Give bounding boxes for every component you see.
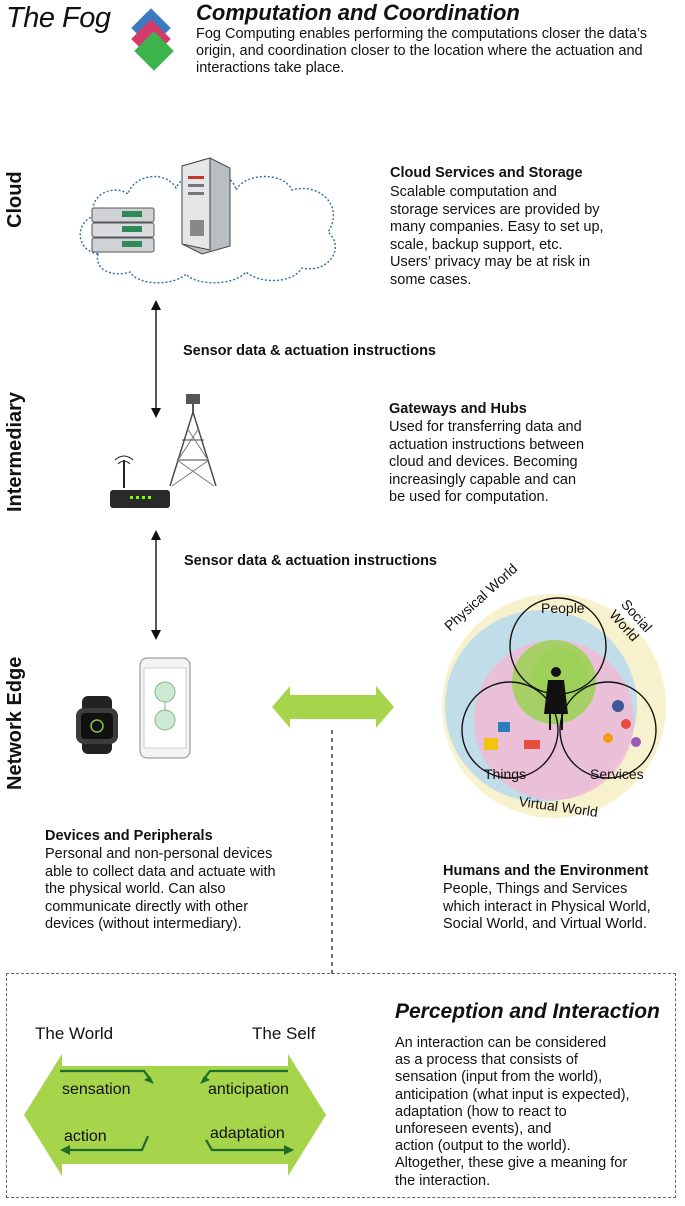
gateway-block-description: Used for transferring data and actuation… [389,419,585,505]
flow-label-upper: Sensor data & actuation instructions [183,343,436,359]
header-description: Fog Computing enables performing the com… [196,26,648,76]
social-icons [603,700,641,747]
server-rack-icon [91,207,155,253]
venn-label-services: Services [590,766,644,782]
header-title: Computation and Coordination [196,0,520,25]
label-the-self: The Self [252,1024,316,1043]
adaptation-arrow-icon [205,1139,294,1155]
sensation-arrow-icon [60,1069,154,1084]
dashed-connector [331,730,333,974]
lower-double-arrow [151,530,161,640]
perception-description: An interaction can be considered as a pr… [395,1035,630,1189]
flow-label-lower: Sensor data & actuation instructions [184,553,437,569]
perception-box [6,973,676,1198]
venn-label-things: Things [484,766,527,782]
humans-block-title: Humans and the Environment [443,863,649,879]
label-adaptation: adaptation [210,1125,285,1142]
fog-title: The Fog [6,2,111,34]
person-icon [544,667,568,730]
label-the-world: The World [35,1024,114,1043]
devices-block-title: Devices and Peripherals [45,828,213,844]
cloud-servers-illustration [79,157,336,284]
cloud-block-title: Cloud Services and Storage [390,165,583,181]
level-label-network-edge: Network Edge [4,656,26,790]
devices-block-description: Personal and non-personal devices able t… [45,846,276,932]
server-tower-icon [181,157,231,255]
things-icons [484,722,540,750]
smartphone-icon [139,657,191,759]
venn-label-people: People [541,600,585,616]
label-anticipation: anticipation [208,1081,289,1098]
edge-green-double-arrow [272,686,394,728]
level-label-cloud: Cloud [4,171,26,228]
label-sensation: sensation [62,1081,131,1098]
router-icon [110,455,170,508]
gateway-illustration [110,394,217,508]
humans-block-description: People, Things and Services which intera… [443,881,651,932]
devices-illustration [76,657,191,759]
anticipation-arrow-icon [200,1069,288,1084]
action-arrow-icon [60,1135,150,1155]
label-action: action [64,1128,107,1145]
level-label-intermediary: Intermediary [4,391,26,512]
interaction-arrow [24,1054,326,1176]
upper-double-arrow [151,300,161,418]
gateway-block-title: Gateways and Hubs [389,401,527,417]
smartwatch-icon [76,696,118,754]
fog-logo-icon [131,8,174,71]
cloud-block-description: Scalable computation and storage service… [390,184,604,288]
perception-title: Perception and Interaction [395,1000,660,1023]
venn-diagram [442,594,666,818]
cell-tower-icon [169,394,217,487]
